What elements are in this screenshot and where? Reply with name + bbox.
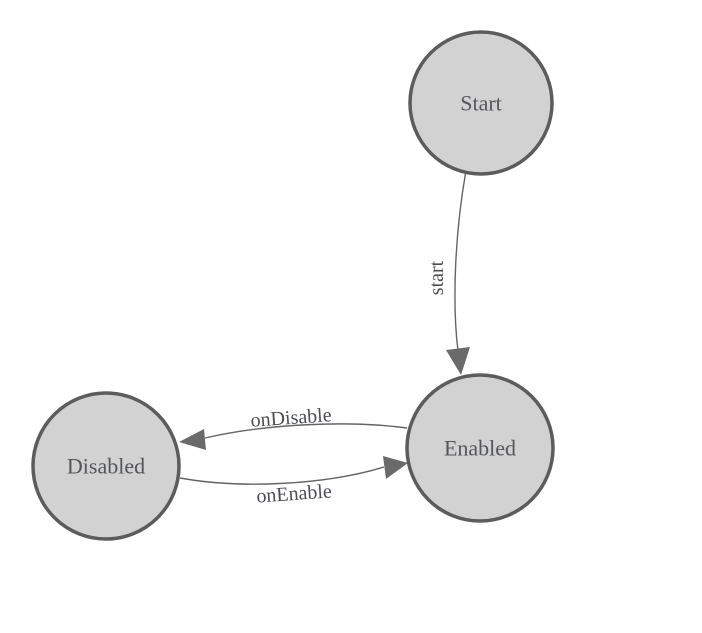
arrowhead-start-to-enabled-icon xyxy=(446,347,470,375)
arrowhead-disabled-to-enabled-icon xyxy=(383,456,408,479)
state-node-start[interactable]: Start xyxy=(408,30,554,176)
enabled-node-circle[interactable] xyxy=(405,373,555,523)
edge-label-onenable: onEnable xyxy=(256,480,333,507)
state-node-disabled[interactable]: Disabled xyxy=(31,391,181,541)
disabled-node-label: Disabled xyxy=(67,454,145,479)
edge-label-ondisable: onDisable xyxy=(250,404,333,432)
start-node-circle[interactable] xyxy=(408,30,554,176)
arrowhead-enabled-to-disabled-icon xyxy=(179,429,206,450)
edge-enabled-to-disabled: onDisable xyxy=(179,404,408,450)
edge-line-onenable xyxy=(179,466,385,485)
edge-line-start xyxy=(454,173,467,352)
edge-disabled-to-enabled: onEnable xyxy=(179,456,408,508)
edge-line-ondisable xyxy=(204,423,408,439)
disabled-node-circle[interactable] xyxy=(31,391,181,541)
edge-start-to-enabled: start xyxy=(426,173,470,375)
enabled-node-label: Enabled xyxy=(444,436,516,461)
start-node-label: Start xyxy=(460,91,502,116)
edge-label-start: start xyxy=(426,260,448,295)
state-node-enabled[interactable]: Enabled xyxy=(405,373,555,523)
